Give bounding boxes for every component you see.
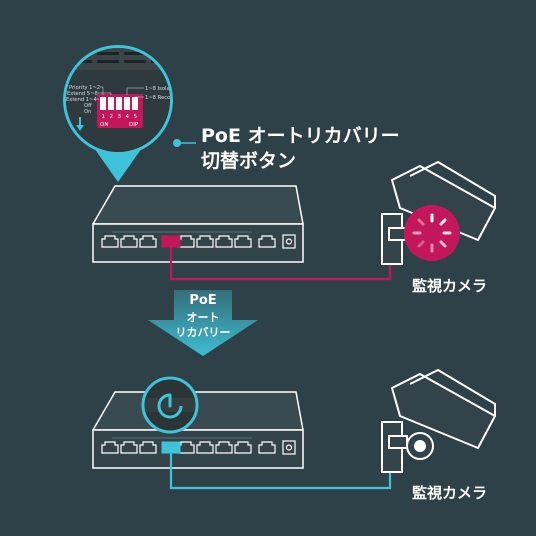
dip-toggle-2[interactable] bbox=[108, 97, 114, 110]
dip-toggle-5[interactable] bbox=[132, 97, 138, 110]
uplink-port-icon bbox=[258, 235, 276, 248]
ethernet-port-icon bbox=[139, 441, 157, 454]
dip-label-extend-5-8: Extend 5~8 bbox=[67, 91, 98, 97]
camera-bottom-icon bbox=[381, 369, 496, 473]
camera-top-icon bbox=[381, 161, 496, 265]
ethernet-port-icon bbox=[215, 441, 233, 454]
dip-switch[interactable]: 1 2 3 4 5 ON DIP bbox=[97, 94, 143, 128]
ethernet-port-icon bbox=[139, 235, 157, 248]
power-port-icon bbox=[282, 440, 296, 455]
dip-number: 2 bbox=[110, 114, 114, 120]
dip-label-off: Off bbox=[84, 103, 92, 109]
switch-top bbox=[92, 185, 304, 263]
dip-label-isolation: 1~8 Isolation bbox=[145, 86, 180, 92]
callout-title: PoE オートリカバリー bbox=[201, 125, 400, 147]
ethernet-port-icon bbox=[196, 441, 214, 454]
dip-label-recovery: 1~8 Recovery bbox=[145, 95, 182, 101]
dip-toggle-4[interactable] bbox=[124, 97, 130, 110]
active-port-highlight bbox=[161, 441, 181, 454]
ethernet-port-icon bbox=[196, 235, 214, 248]
callout-subtitle: 切替ボタン bbox=[201, 150, 297, 172]
down-arrow-icon bbox=[76, 117, 84, 131]
dip-label-extend-1-4: Extend 1~4 bbox=[66, 97, 97, 103]
dip-label-priority: Priority 1~2 bbox=[69, 85, 100, 91]
dip-toggle-1[interactable] bbox=[100, 97, 106, 110]
dip-toggle-3[interactable] bbox=[116, 97, 122, 110]
ethernet-port-icon bbox=[120, 441, 138, 454]
dip-number: 1 bbox=[102, 114, 106, 120]
uplink-port-icon bbox=[258, 441, 276, 454]
arrow-label-auto: オート bbox=[186, 311, 220, 324]
active-port-highlight bbox=[161, 235, 181, 248]
zoom-callout: 1 2 3 4 5 ON DIP Priority 1~2 Extend 5~8… bbox=[63, 45, 182, 182]
ethernet-port-icon bbox=[234, 235, 252, 248]
dip-right-labels: 1~8 Isolation 1~8 Recovery bbox=[126, 86, 182, 101]
dip-number: 4 bbox=[126, 114, 130, 120]
dip-on-label: ON bbox=[100, 122, 108, 128]
power-port-icon bbox=[282, 234, 296, 249]
recovery-arrow bbox=[148, 290, 258, 356]
dip-dip-label: DIP bbox=[129, 122, 139, 128]
ethernet-port-icon bbox=[215, 235, 233, 248]
ethernet-port-icon bbox=[120, 235, 138, 248]
ethernet-port-icon bbox=[101, 441, 119, 454]
callout-connector bbox=[173, 139, 196, 147]
dip-number: 3 bbox=[118, 114, 122, 120]
switch-bottom bbox=[92, 376, 304, 469]
ethernet-port-icon bbox=[234, 441, 252, 454]
dip-number: 5 bbox=[134, 114, 138, 120]
camera-top-label: 監視カメラ bbox=[412, 277, 488, 295]
camera-bottom-label: 監視カメラ bbox=[412, 484, 488, 502]
dip-label-on: On bbox=[84, 109, 91, 115]
arrow-label-poe: PoE bbox=[189, 293, 217, 308]
loading-spinner-icon bbox=[412, 213, 452, 253]
dip-left-labels: Priority 1~2 Extend 5~8 Extend 1~4 Off O… bbox=[66, 85, 112, 115]
arrow-label-recovery: リカバリー bbox=[175, 326, 231, 339]
ethernet-port-icon bbox=[101, 235, 119, 248]
